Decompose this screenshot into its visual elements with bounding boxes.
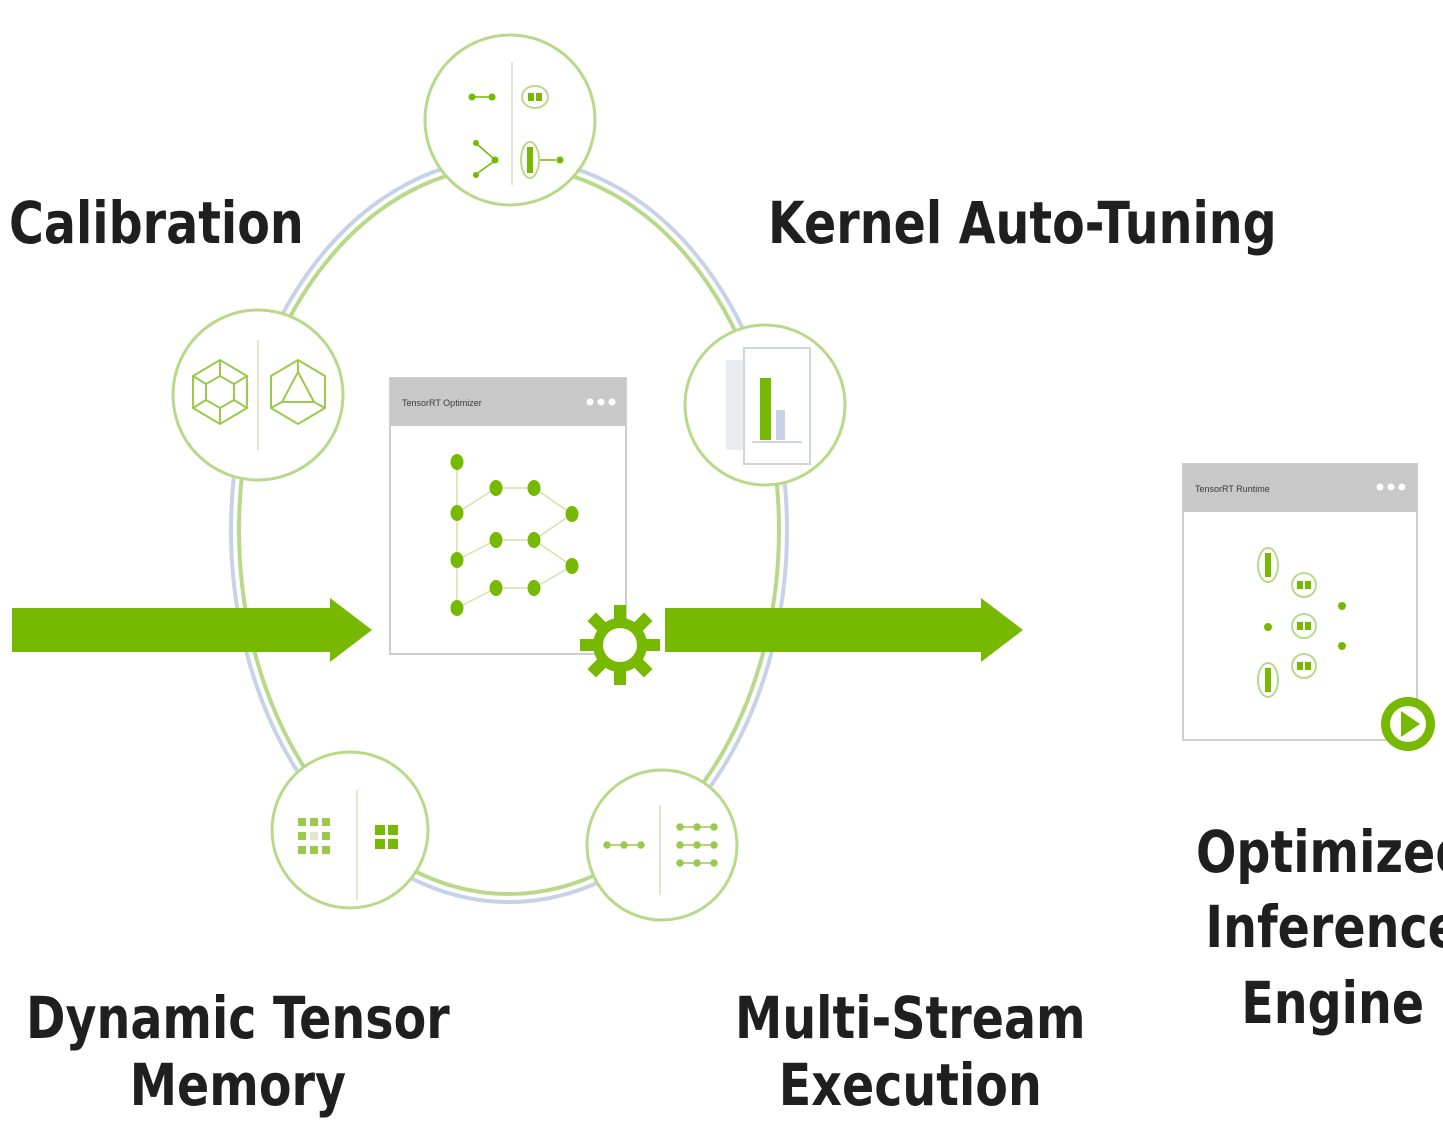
runtime-window: TensorRT Runtime bbox=[1182, 463, 1418, 741]
network-graph-icon bbox=[450, 454, 579, 616]
runtime-window-title: TensorRT Runtime bbox=[1195, 484, 1270, 494]
input-arrow-icon bbox=[12, 598, 372, 662]
optimized-graph-icon bbox=[1257, 547, 1346, 698]
play-icon bbox=[1381, 697, 1435, 751]
multi-stream-execution-node bbox=[585, 768, 739, 922]
optimizer-window: TensorRT Optimizer bbox=[389, 377, 627, 655]
calibration-label: Calibration bbox=[9, 189, 304, 257]
dynamic-tensor-memory-label: Dynamic Tensor Memory bbox=[26, 984, 450, 1119]
dynamic-tensor-memory-node bbox=[270, 750, 430, 910]
calibration-node bbox=[171, 308, 345, 482]
optimizer-window-title: TensorRT Optimizer bbox=[402, 398, 482, 408]
output-arrow-icon bbox=[665, 598, 1023, 662]
kernel-auto-tuning-label: Kernel Auto-Tuning bbox=[768, 189, 1277, 257]
optimized-inference-engine-label: Optimized Inference Engine bbox=[1196, 818, 1443, 1037]
gear-icon bbox=[580, 605, 660, 685]
window-menu-icon bbox=[586, 398, 616, 406]
kernel-auto-tuning-node bbox=[683, 323, 847, 487]
multi-stream-execution-label: Multi-Stream Execution bbox=[735, 984, 1086, 1119]
layer-fusion-node bbox=[423, 33, 597, 207]
window-menu-icon bbox=[1376, 483, 1406, 491]
